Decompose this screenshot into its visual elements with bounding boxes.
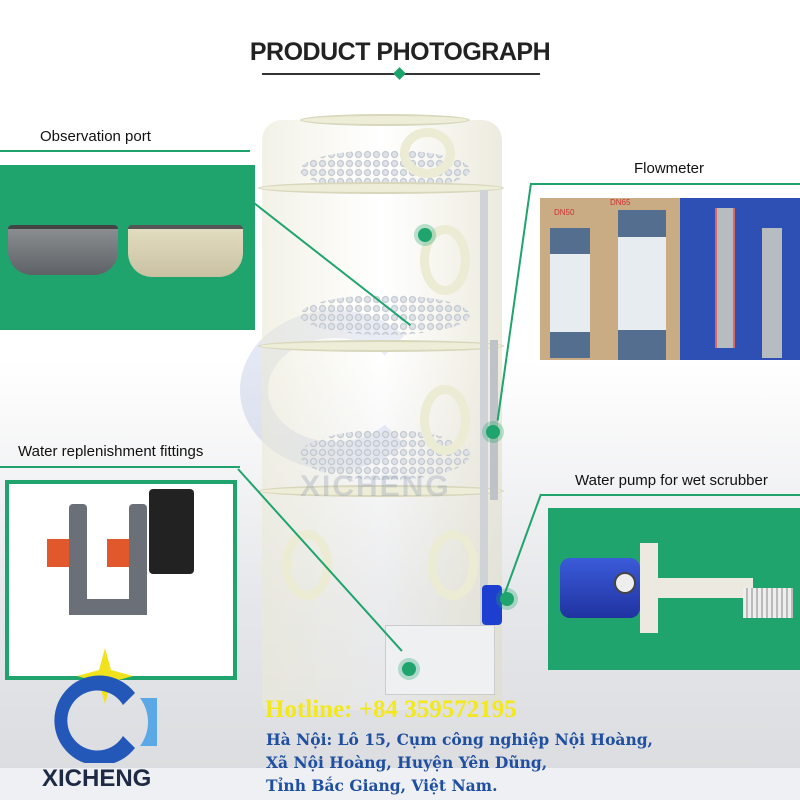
address-line: Xã Nội Hoàng, Huyện Yên Dũng,	[266, 753, 548, 772]
observation-port	[420, 385, 470, 455]
pump-flange	[640, 543, 658, 633]
tray	[258, 182, 504, 194]
pump-strainer	[743, 588, 793, 618]
brand-name: XICHENG	[42, 765, 152, 792]
callout-line	[0, 150, 250, 152]
pressure-gauge	[614, 572, 636, 594]
observation-port-photo	[0, 165, 255, 330]
xicheng-logo	[54, 648, 157, 763]
footer-band	[0, 768, 800, 800]
page-title: PRODUCT PHOTOGRAPH	[249, 38, 551, 66]
rotameter-image: DN50 DN65	[540, 198, 680, 360]
observation-port	[428, 530, 478, 600]
pipe	[480, 190, 488, 630]
callout-dot	[402, 662, 416, 676]
callout-line	[540, 494, 800, 496]
rotameter-tube	[618, 210, 666, 360]
gauge-strip	[715, 208, 735, 348]
pump-shaft	[658, 578, 753, 598]
beige-port-image	[128, 225, 243, 277]
water-pump-photo	[548, 508, 800, 670]
float-valve	[149, 489, 194, 574]
flowmeter-photo: DN50 DN65	[537, 190, 800, 365]
gauge-strip	[762, 228, 782, 358]
watermark-text: XICHENG	[300, 470, 451, 503]
callout-water-pump: Water pump for wet scrubber	[575, 472, 768, 489]
dn-label: DN65	[610, 198, 631, 207]
pipe	[490, 340, 498, 500]
observation-port	[282, 530, 332, 600]
observation-port	[400, 128, 455, 178]
pump	[482, 585, 502, 625]
hotline[interactable]: Hotline: +84 359572195	[265, 696, 517, 723]
callout-dot	[486, 425, 500, 439]
observation-port	[420, 225, 470, 295]
callout-line	[0, 466, 240, 468]
valve-handle	[47, 539, 69, 567]
pipe-fitting	[129, 504, 147, 614]
level-gauge-image	[680, 198, 800, 360]
pipe-fitting	[69, 599, 147, 615]
rotameter-tube	[550, 228, 590, 358]
address-line: Hà Nội: Lô 15, Cụm công nghiệp Nội Hoàng…	[266, 730, 653, 749]
address-line: Tỉnh Bắc Giang, Việt Nam.	[266, 776, 498, 795]
water-tank	[385, 625, 495, 695]
gray-port-image	[8, 225, 118, 275]
callout-line	[530, 183, 800, 185]
callout-water-replenishment: Water replenishment fittings	[18, 443, 204, 460]
callout-dot	[418, 228, 432, 242]
callout-dot	[500, 592, 514, 606]
tray	[258, 340, 504, 352]
packing-media	[300, 295, 470, 335]
callout-flowmeter: Flowmeter	[634, 160, 705, 177]
replenishment-photo-frame	[5, 480, 237, 680]
valve-handle	[107, 539, 129, 567]
tower-top-ring	[300, 114, 470, 126]
pipe-fitting	[69, 504, 87, 614]
callout-observation-port: Observation port	[40, 128, 151, 145]
replenishment-photo	[9, 484, 233, 676]
dn-label: DN50	[554, 208, 575, 217]
